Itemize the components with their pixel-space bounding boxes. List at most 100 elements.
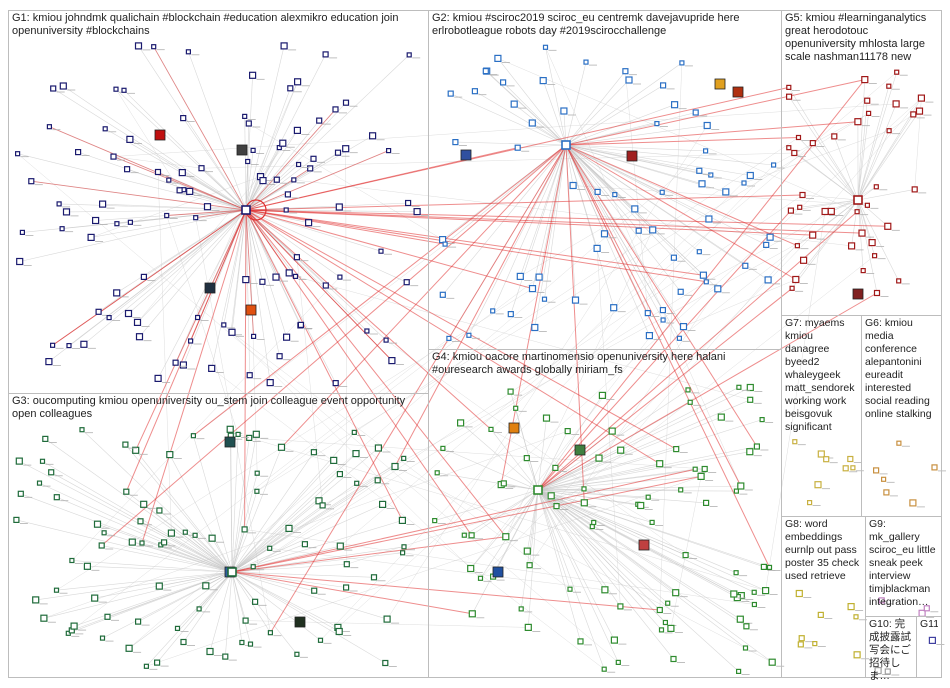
graph-node	[864, 202, 871, 208]
graph-node	[374, 444, 382, 452]
graph-node	[196, 606, 202, 612]
graph-node	[293, 254, 300, 261]
graph-node	[135, 333, 144, 341]
graph-node	[315, 497, 323, 505]
graph-node	[577, 638, 584, 645]
graph-edge	[231, 543, 306, 573]
graph-node	[787, 207, 795, 214]
graph-edge	[474, 90, 567, 146]
graph-node	[714, 285, 722, 293]
graph-edge	[137, 209, 247, 323]
graph-edge	[537, 449, 621, 491]
graph-edge	[245, 120, 320, 211]
graph-edge-highlight	[141, 209, 247, 544]
graph-edge	[565, 104, 675, 146]
graph-edge	[537, 489, 734, 595]
graph-node-avatar	[574, 444, 586, 456]
graph-edge-highlight	[135, 209, 247, 451]
graph-node	[535, 273, 543, 281]
group-label-g1: G1: kmiou johndmk qualichain #blockchain…	[12, 12, 399, 37]
graph-node	[764, 276, 772, 284]
graph-node-avatar	[508, 422, 520, 434]
graph-node	[99, 635, 106, 641]
graph-edge	[231, 473, 341, 573]
graph-edge	[135, 450, 233, 573]
graph-node	[439, 291, 446, 298]
graph-node	[198, 165, 205, 172]
graph-node	[80, 340, 88, 348]
graph-edge-highlight	[231, 475, 702, 573]
graph-node	[806, 500, 813, 506]
graph-edge	[182, 117, 247, 211]
graph-node	[102, 126, 108, 132]
graph-node	[617, 446, 625, 454]
graph-node-avatar	[236, 144, 248, 156]
graph-node	[896, 440, 902, 446]
graph-edge-highlight	[245, 209, 446, 245]
graph-nodes	[13, 42, 946, 676]
graph-node	[702, 148, 709, 154]
graph-edge	[510, 144, 567, 315]
graph-edge	[502, 82, 567, 146]
graph-node	[817, 450, 825, 458]
graph-node	[70, 622, 78, 630]
graph-node	[195, 314, 201, 321]
graph-edge	[129, 139, 247, 211]
graph-edge	[249, 437, 705, 470]
graph-node	[692, 466, 698, 472]
graph-node	[374, 477, 381, 484]
graph-edge-highlight	[245, 150, 389, 211]
graph-edge-highlight	[245, 109, 336, 211]
graph-node	[799, 256, 808, 264]
graph-node	[502, 533, 510, 541]
graph-edge	[91, 209, 247, 238]
graph-edge	[231, 571, 321, 641]
graph-node	[166, 177, 172, 183]
graph-edge	[537, 489, 661, 611]
graph-edge	[765, 211, 826, 591]
graph-node	[654, 120, 660, 127]
graph-node-avatar	[638, 539, 650, 551]
graph-edge	[563, 110, 567, 146]
graph-node	[59, 82, 67, 90]
graph-node	[847, 602, 855, 611]
graph-node	[383, 337, 389, 343]
graph-edge	[253, 194, 803, 567]
graph-edge	[537, 416, 722, 491]
graph-edge	[163, 542, 233, 573]
graph-node	[245, 158, 251, 165]
graph-node	[564, 428, 571, 435]
graph-node	[467, 564, 475, 573]
graph-edge	[537, 446, 757, 491]
graph-edge	[537, 489, 674, 660]
graph-edge	[857, 199, 878, 294]
graph-node	[83, 562, 92, 570]
graph-edge	[223, 324, 481, 579]
graph-edge	[337, 97, 922, 628]
graph-node	[894, 69, 900, 75]
graph-node	[526, 562, 533, 569]
graph-node	[335, 203, 343, 211]
graph-node	[294, 651, 300, 657]
graph-node	[766, 564, 773, 571]
graph-edge	[514, 103, 567, 146]
graph-edge	[471, 489, 539, 536]
graph-node	[228, 328, 236, 336]
graph-node	[388, 357, 396, 365]
graph-edge	[857, 100, 868, 201]
graph-node	[13, 516, 20, 524]
graph-edge	[157, 171, 172, 534]
graph-node	[766, 233, 774, 241]
graph-edge	[231, 571, 375, 578]
graph-edge	[537, 468, 705, 491]
graph-edge	[169, 454, 233, 573]
graph-node	[332, 380, 339, 387]
graph-edge	[526, 458, 539, 491]
graph-node	[276, 353, 283, 360]
graph-node	[884, 222, 892, 230]
graph-node	[337, 274, 343, 280]
graph-node	[660, 317, 666, 323]
graph-edge	[81, 429, 233, 573]
graph-edge-highlight	[537, 79, 866, 491]
graph-edge	[542, 80, 567, 146]
